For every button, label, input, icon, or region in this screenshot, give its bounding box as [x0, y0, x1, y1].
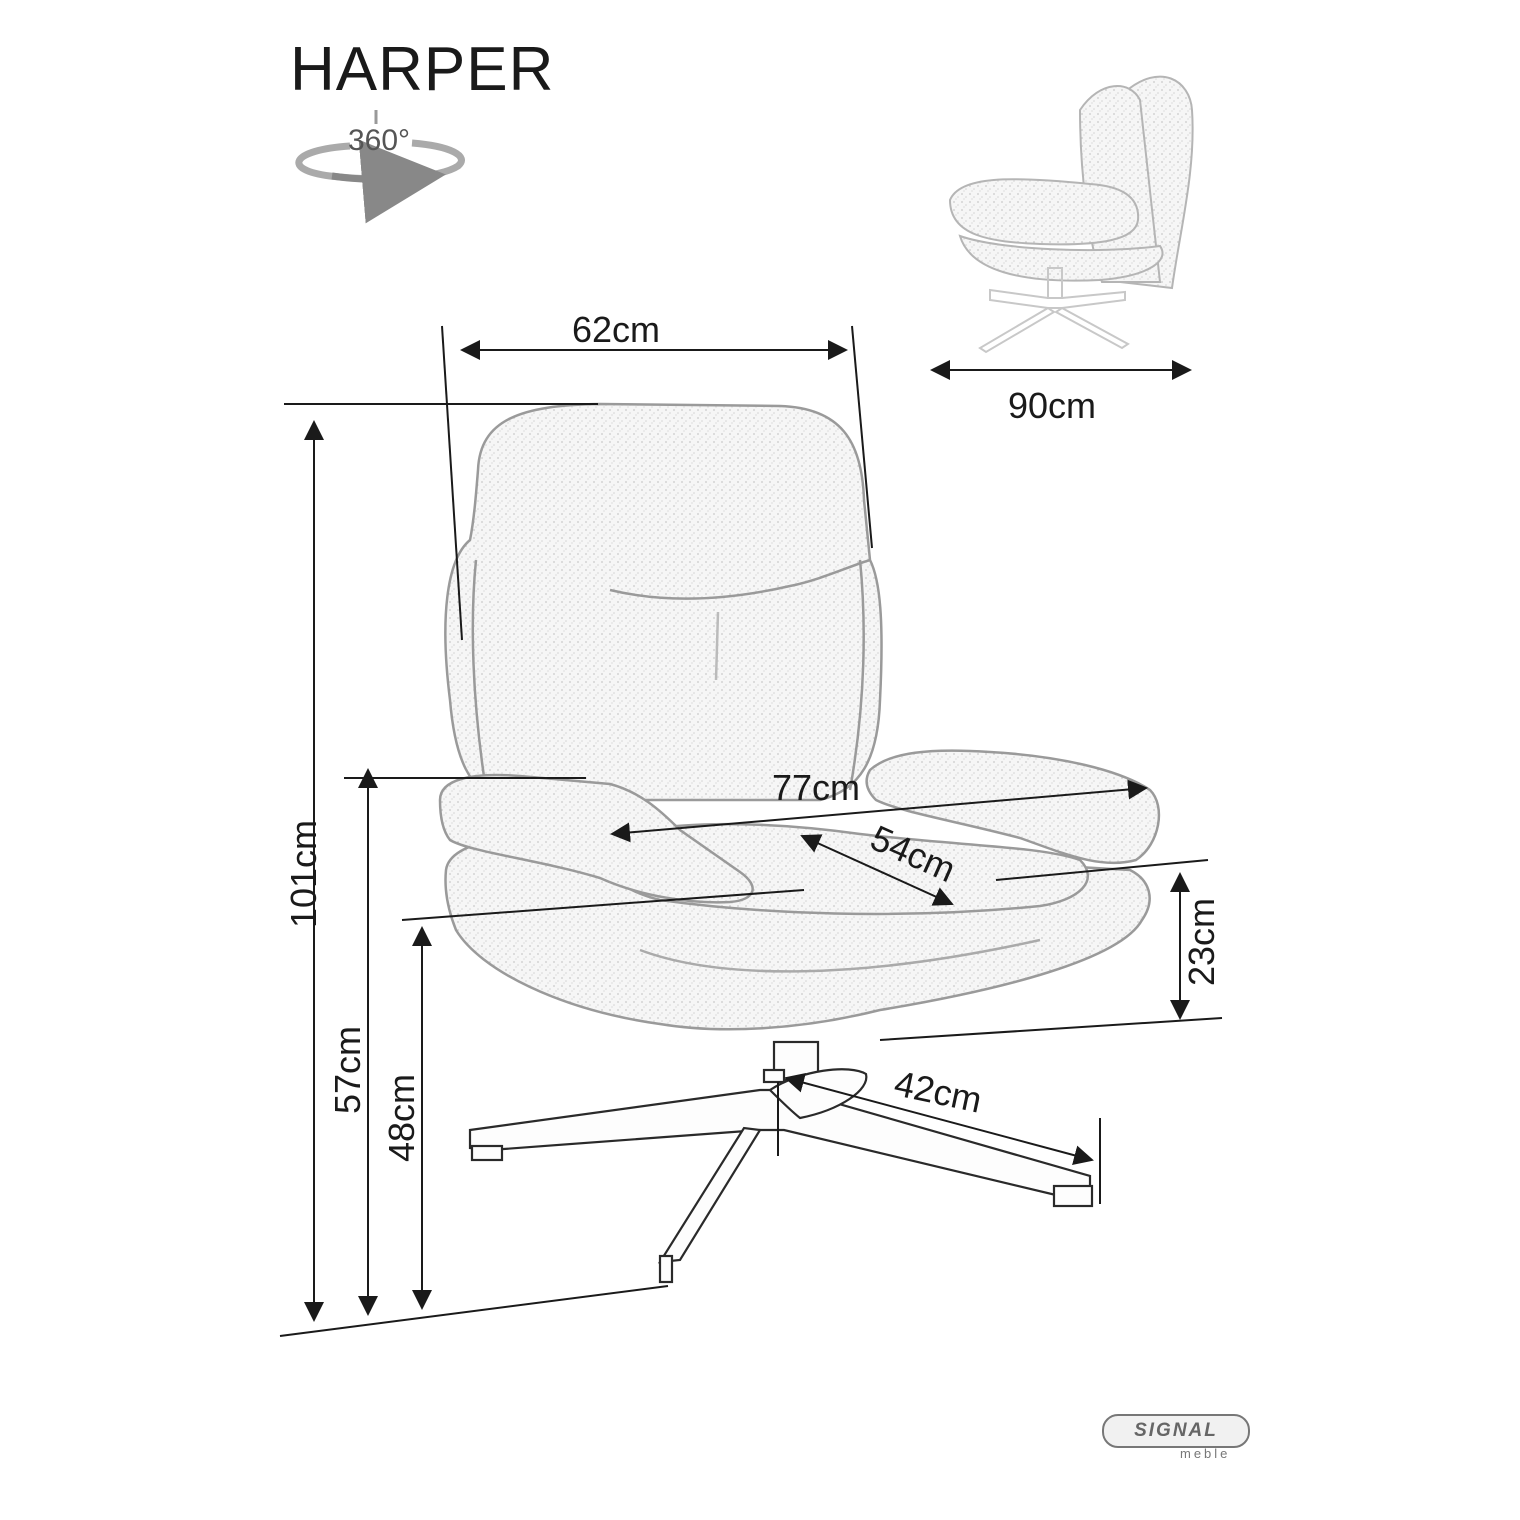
- chair-body: [438, 402, 1161, 1031]
- dimension-seat-height: 48cm: [381, 1073, 422, 1163]
- product-title: HARPER: [290, 35, 555, 104]
- side-view-chair: [948, 75, 1194, 290]
- dimension-width-back: 62cm: [572, 309, 661, 350]
- chair-base: [468, 1040, 1094, 1284]
- brand-logo: SIGNAL: [1102, 1414, 1250, 1448]
- dimension-width-total: 77cm: [772, 767, 861, 808]
- dimension-depth: 90cm: [1008, 385, 1097, 426]
- dimension-seat-thickness: 23cm: [1181, 897, 1222, 987]
- rotation-label: 360°: [348, 124, 411, 157]
- dimension-height-total: 101cm: [283, 819, 324, 929]
- side-view-base: [978, 267, 1130, 354]
- dimension-lines: [279, 325, 1223, 1337]
- brand-subtitle: meble: [1180, 1446, 1231, 1461]
- dimension-armrest-height: 57cm: [327, 1025, 368, 1115]
